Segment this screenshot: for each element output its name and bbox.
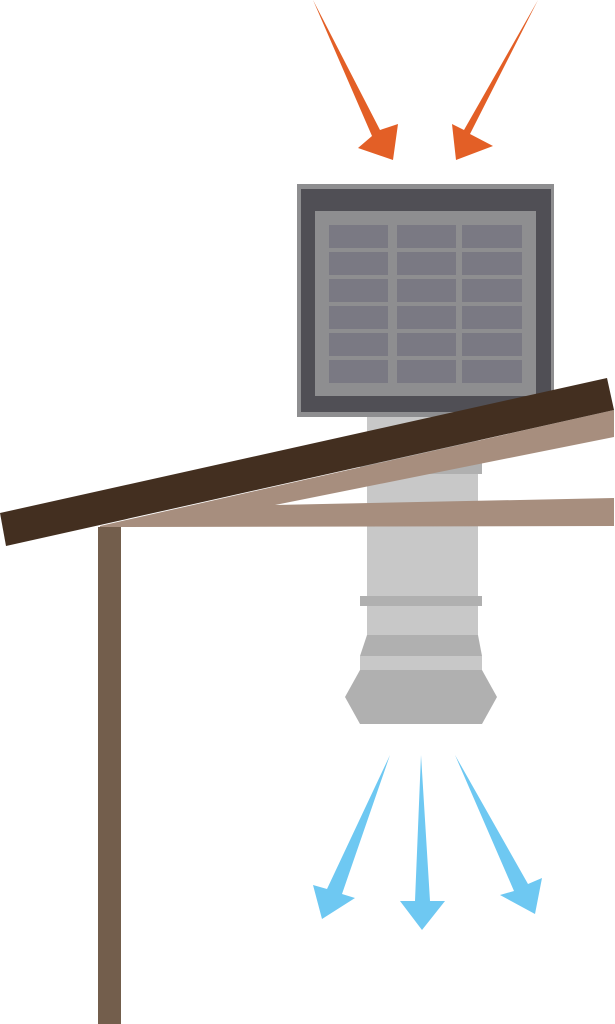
roof-surface bbox=[0, 378, 614, 546]
panel-cell bbox=[462, 252, 522, 275]
roof bbox=[0, 378, 614, 1024]
light-output-arrows bbox=[313, 755, 542, 930]
panel-cells bbox=[329, 225, 522, 383]
panel-cell bbox=[397, 279, 456, 302]
light-output-arrow-icon bbox=[400, 755, 445, 930]
diffuser-ring bbox=[360, 656, 482, 670]
sunlight-arrow-icon bbox=[313, 0, 398, 160]
panel-cell bbox=[462, 306, 522, 329]
solar-panel bbox=[297, 184, 554, 417]
light-output-arrow-icon bbox=[455, 755, 542, 914]
panel-cell bbox=[329, 225, 388, 248]
diffuser-lens bbox=[345, 670, 497, 724]
panel-cell bbox=[329, 333, 388, 356]
sunlight-arrows bbox=[313, 0, 538, 160]
panel-cell bbox=[329, 252, 388, 275]
panel-cell bbox=[329, 279, 388, 302]
panel-cell bbox=[462, 225, 522, 248]
tube-band-lower bbox=[360, 596, 482, 606]
light-output-arrow-icon bbox=[313, 755, 390, 919]
panel-cell bbox=[397, 252, 456, 275]
sunlight-arrow-icon bbox=[452, 0, 538, 160]
support-post bbox=[98, 527, 121, 1024]
panel-cell bbox=[462, 279, 522, 302]
panel-cell bbox=[329, 306, 388, 329]
panel-cell bbox=[462, 333, 522, 356]
panel-cell bbox=[329, 360, 388, 383]
panel-cell bbox=[397, 306, 456, 329]
panel-cell bbox=[397, 360, 456, 383]
panel-cell bbox=[397, 333, 456, 356]
roof-framing bbox=[100, 410, 614, 527]
panel-cell bbox=[397, 225, 456, 248]
diffuser-collar bbox=[360, 635, 482, 656]
panel-cell bbox=[462, 360, 522, 383]
